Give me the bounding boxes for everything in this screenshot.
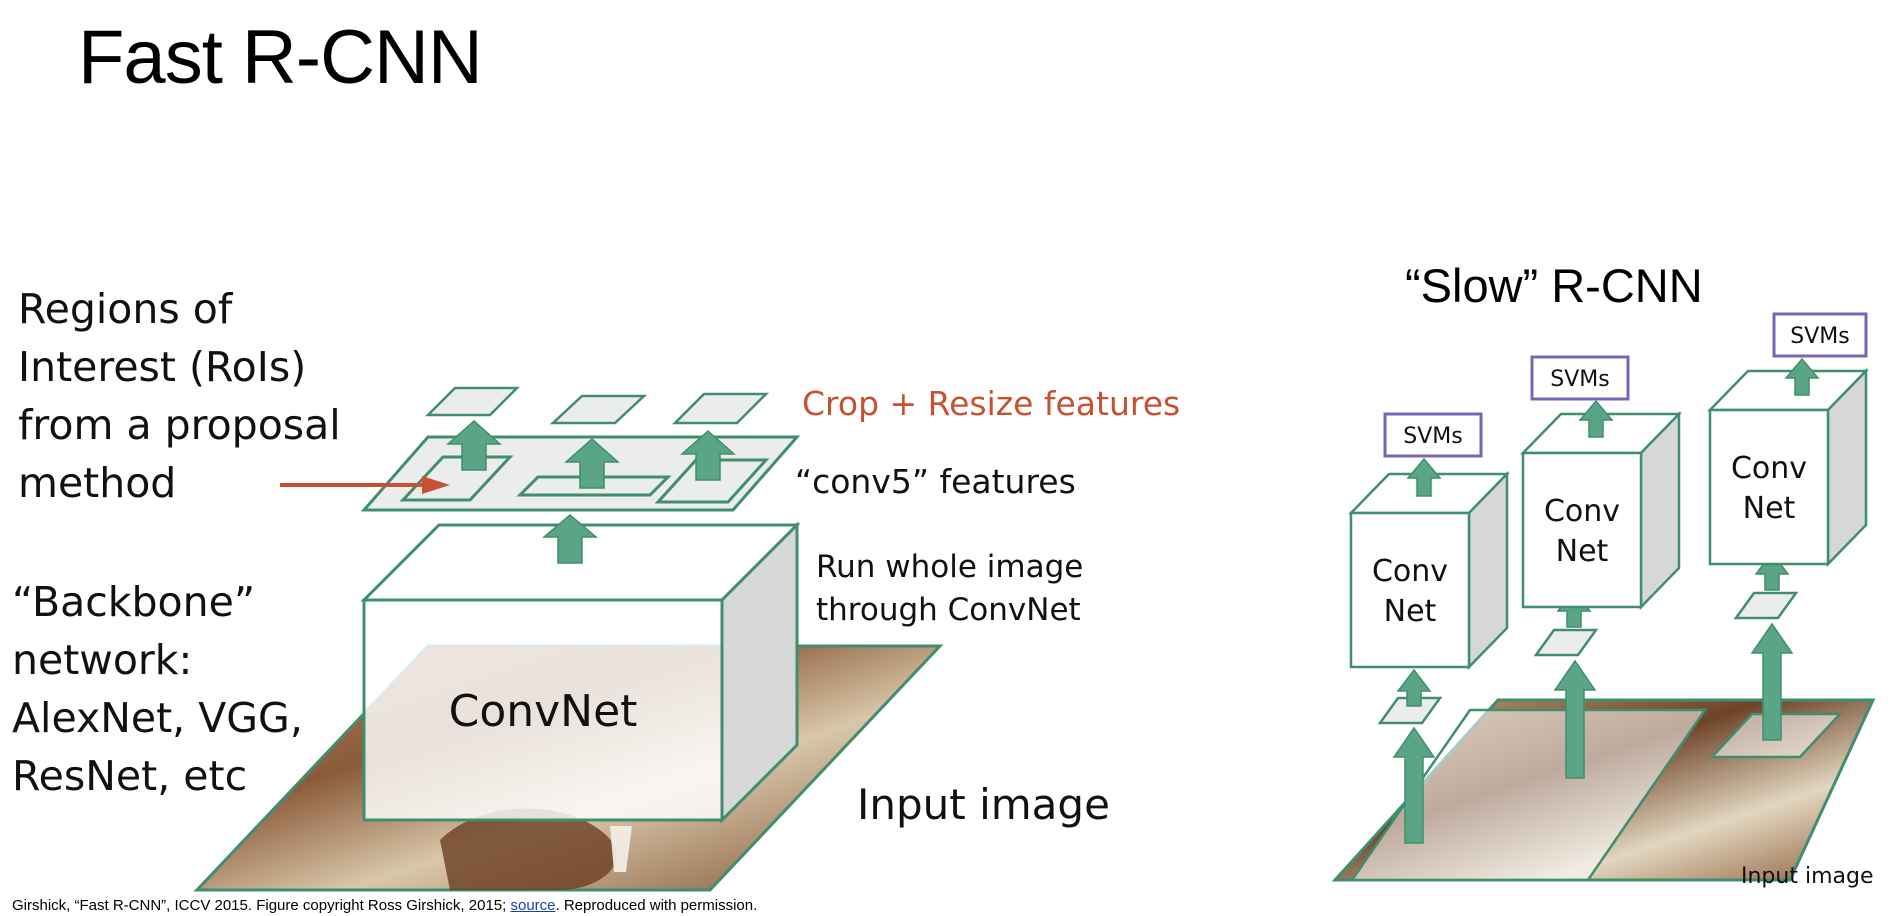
convnet-box-front <box>362 598 724 822</box>
slow-patch-2 <box>1533 628 1599 657</box>
up-arrow-roi-3 <box>680 429 736 481</box>
convnet-label: ConvNet <box>449 686 638 737</box>
cropped-feature-2 <box>549 394 648 425</box>
svm-box-3-label: SVMs <box>1790 324 1849 349</box>
caption-source-link[interactable]: source <box>510 897 556 914</box>
caption-prefix: Girshick, “Fast R-CNN”, ICCV 2015. Figur… <box>12 897 511 914</box>
up-arrow-roi-1 <box>446 419 502 471</box>
svm-box-3 <box>1772 312 1868 358</box>
roi-pointer-arrow-head <box>422 476 450 494</box>
svm-box-1 <box>1383 412 1483 458</box>
slow-long-arrow-3 <box>1750 622 1794 741</box>
slow-input-image-label: Input image <box>1741 864 1874 889</box>
backbone-label: “Backbone” network: AlexNet, VGG, ResNet… <box>12 578 303 800</box>
slow-long-arrow-1 <box>1392 726 1436 844</box>
cropped-feature-3 <box>671 392 770 425</box>
svm-box-1-label: SVMs <box>1403 424 1462 449</box>
slow-region-1 <box>1349 708 1708 882</box>
slow-svm-arrow-1 <box>1406 457 1442 497</box>
roi-box-2 <box>516 475 672 497</box>
slow-convnet-3-front <box>1708 408 1830 566</box>
slow-convnet-2-label-line2: Net <box>1556 534 1609 569</box>
slow-convnet-3-label-line2: Net <box>1743 491 1796 526</box>
slow-convnet-1-label-line2: Net <box>1384 594 1437 629</box>
up-arrow-convnet <box>541 514 599 564</box>
horse-head <box>440 808 617 890</box>
slow-convnet-2-front <box>1521 451 1643 609</box>
conv5-features-label: “conv5” features <box>795 462 1076 501</box>
slow-convnet-2-label-line1: Conv <box>1544 494 1620 529</box>
figure-caption: Girshick, “Fast R-CNN”, ICCV 2015. Figur… <box>12 897 757 914</box>
crop-resize-label: Crop + Resize features <box>802 384 1181 423</box>
slow-convnet-1-front <box>1349 511 1471 669</box>
svm-box-2-label: SVMs <box>1550 367 1609 392</box>
up-arrow-roi-2 <box>564 437 620 489</box>
fast-input-image-label: Input image <box>857 780 1110 829</box>
slow-rcnn-title: “Slow” R-CNN <box>1405 259 1703 312</box>
slow-svm-arrow-3 <box>1784 357 1820 396</box>
slow-short-arrow-1 <box>1396 668 1432 707</box>
svm-box-2 <box>1530 355 1630 401</box>
slide-title: Fast R-CNN <box>78 15 483 100</box>
slow-convnet-3-label-line1: Conv <box>1731 451 1807 486</box>
roi-box-1 <box>399 455 514 502</box>
caption-suffix: . Reproduced with permission. <box>555 897 758 914</box>
run-whole-image-label: Run whole image through ConvNet <box>816 549 1084 628</box>
rois-label: Regions of Interest (RoIs) from a propos… <box>18 285 341 507</box>
cropped-feature-1 <box>424 386 521 417</box>
slow-patch-1 <box>1377 696 1443 725</box>
horse-blaze <box>610 826 632 872</box>
slow-svm-arrow-2 <box>1578 399 1614 438</box>
roi-box-3 <box>654 458 770 504</box>
slow-long-arrow-2 <box>1553 659 1597 779</box>
slow-convnet-1-label-line1: Conv <box>1372 554 1448 589</box>
slow-patch-3 <box>1733 591 1799 620</box>
